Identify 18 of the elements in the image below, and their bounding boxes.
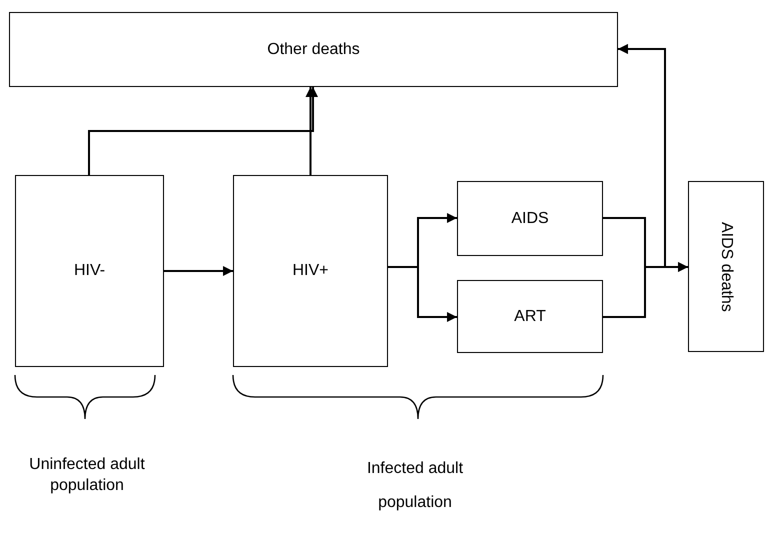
box-label: Other deaths	[267, 40, 360, 58]
box-label: ART	[514, 308, 546, 326]
population-box	[15, 175, 164, 367]
outcome-box	[9, 12, 618, 87]
population-box	[233, 175, 388, 367]
group-label: Uninfected adult population	[28, 455, 146, 496]
box-label: AIDS deaths	[717, 222, 735, 312]
outcome-box	[688, 181, 764, 352]
state-box	[457, 280, 603, 353]
state-box	[457, 181, 603, 256]
arrow	[603, 44, 666, 318]
box-label: HIV+	[292, 262, 328, 280]
box-label: AIDS	[511, 210, 549, 228]
group-label: Infected adult population	[366, 459, 464, 513]
arrow	[388, 266, 457, 322]
box-label: HIV-	[74, 262, 106, 280]
arrow	[88, 87, 318, 175]
arrow	[164, 266, 233, 276]
